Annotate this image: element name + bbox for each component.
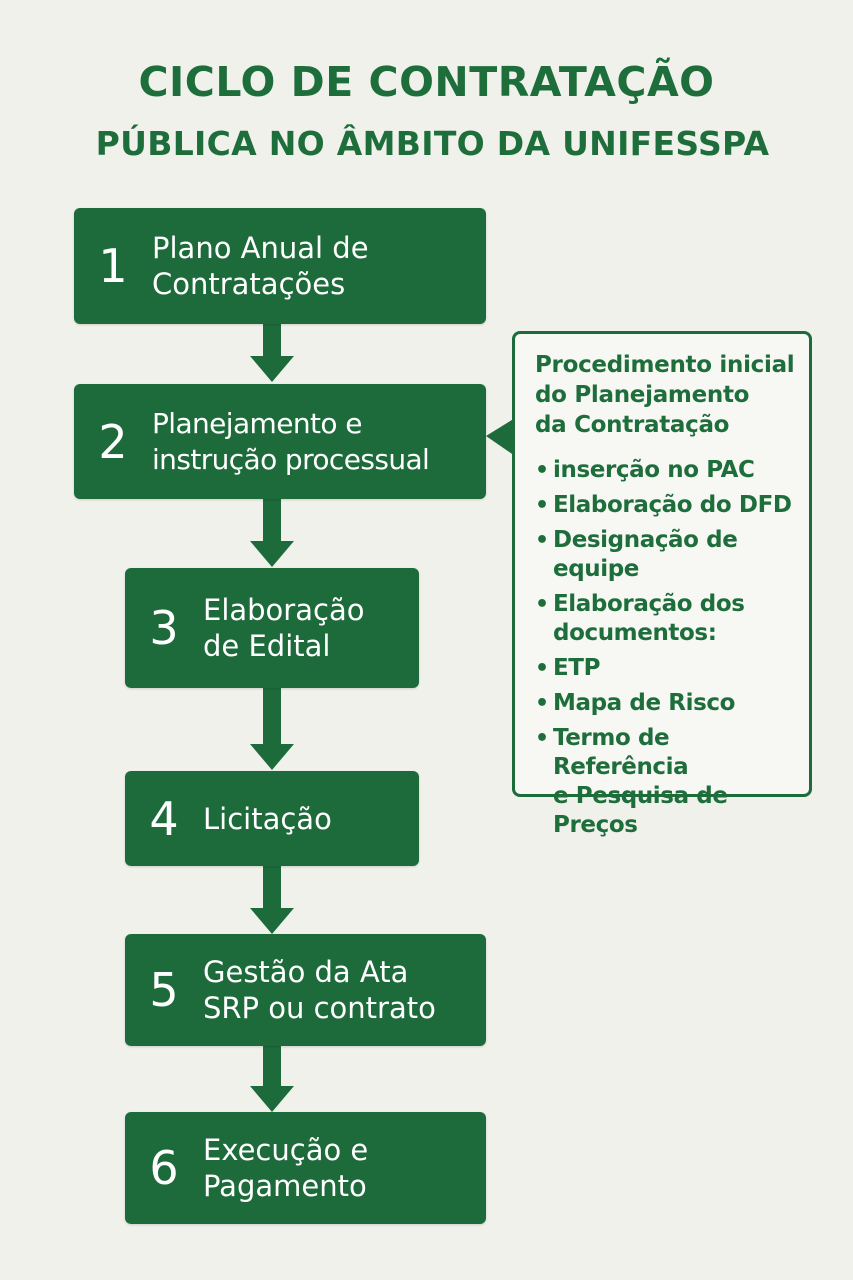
step-number: 6 (149, 1141, 179, 1195)
step-2-planejamento: 2 Planejamento e instrução processual (74, 384, 486, 499)
step-label: Elaboração de Edital (203, 593, 365, 663)
arrow-5-6 (250, 1046, 294, 1112)
step-label: Licitação (203, 801, 332, 836)
page-subtitle: PÚBLICA NO ÂMBITO DA UNIFESSPA (95, 124, 770, 163)
callout-title: Procedimento inicial do Planejamento da … (535, 352, 795, 438)
arrow-1-2 (250, 324, 294, 382)
step-1-plano-anual: 1 Plano Anual de Contratações (74, 208, 486, 324)
step-label: Plano Anual de Contratações (152, 231, 369, 301)
step-label: Planejamento e instrução processual (152, 406, 430, 476)
callout-list: inserção no PAC Elaboração do DFD Design… (535, 456, 795, 840)
callout-pointer (486, 418, 515, 456)
step-label: Execução e Pagamento (203, 1133, 369, 1203)
step-label: Gestão da Ata SRP ou contrato (203, 955, 436, 1025)
step-6-execucao: 6 Execução e Pagamento (125, 1112, 486, 1224)
step-number: 4 (149, 791, 179, 846)
page-title: CICLO DE CONTRATAÇÃO (138, 58, 715, 106)
list-item: inserção no PAC (535, 456, 795, 485)
arrow-3-4 (250, 688, 294, 770)
list-item: Elaboração do DFD (535, 491, 795, 520)
list-item: Designação de equipe (535, 526, 795, 584)
step-5-gestao: 5 Gestão da Ata SRP ou contrato (125, 934, 486, 1046)
list-item: Mapa de Risco (535, 689, 795, 718)
list-item: Elaboração dos documentos: (535, 590, 795, 648)
step-number: 3 (149, 601, 179, 655)
step-number: 5 (149, 963, 179, 1017)
step-3-edital: 3 Elaboração de Edital (125, 568, 419, 688)
arrow-4-5 (250, 866, 294, 934)
planning-callout: Procedimento inicial do Planejamento da … (512, 331, 812, 838)
step-number: 1 (98, 239, 128, 293)
step-number: 2 (98, 414, 128, 469)
list-item: Termo de Referência e Pesquisa de Preços (535, 724, 795, 840)
step-4-licitacao: 4 Licitação (125, 771, 419, 866)
list-item: ETP (535, 654, 795, 683)
arrow-2-3 (250, 499, 294, 567)
